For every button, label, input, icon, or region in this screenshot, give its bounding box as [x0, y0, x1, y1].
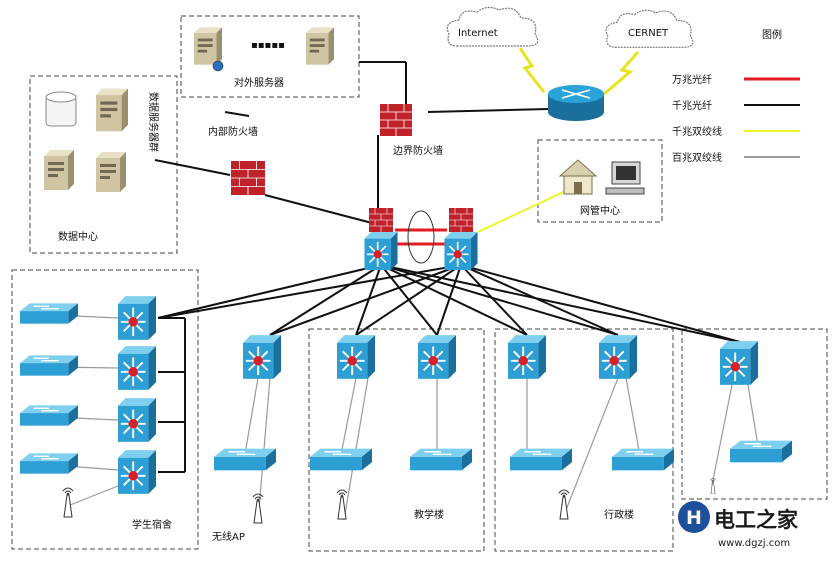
- legend-label-1: 千兆光纤: [672, 99, 712, 112]
- internet-lightning-icon: [518, 47, 546, 93]
- legend-label-0: 万兆光纤: [672, 73, 712, 86]
- teaching-building-box: [308, 328, 485, 552]
- internet-label: Internet: [458, 28, 498, 39]
- dgzj-logo: H: [678, 501, 710, 533]
- legend-label-2: 千兆双绞线: [672, 125, 722, 138]
- db-server-icon: [96, 88, 128, 132]
- watermark-url: www.dgzj.com: [718, 538, 790, 549]
- dorm-l3-switch-1: [118, 296, 156, 340]
- internet-cloud: [446, 6, 539, 47]
- server-ellipsis: ▪▪▪▪▪: [251, 40, 285, 51]
- wireless-ap-antenna-icon: [252, 493, 264, 524]
- 100m-twisted-pair-links: [53, 314, 759, 521]
- workstation-icon: [605, 161, 645, 195]
- internal-firewall-icon: [231, 160, 265, 196]
- data-server-icon-2: [96, 152, 126, 192]
- link-aggregation-ellipse: [407, 210, 435, 264]
- internal-firewall-label: 内部防火墙: [208, 125, 258, 138]
- legend-label-3: 百兆双绞线: [672, 151, 722, 164]
- house-icon: [558, 159, 598, 195]
- admin-access-switch-1: [510, 448, 572, 472]
- core-switch-b: [444, 208, 478, 270]
- teaching-access-switch-2: [410, 448, 472, 472]
- dist-switch-admin-1: [508, 335, 546, 379]
- dorm-ap-antenna-icon: [62, 487, 74, 518]
- data-center-label: 数据中心: [58, 230, 98, 243]
- gigabit-twisted-pair-link: [477, 187, 573, 233]
- dorm-l3-switch-4: [118, 450, 156, 494]
- dorm-l3-switch-3: [118, 398, 156, 442]
- external-servers-box: [180, 15, 360, 98]
- admin-access-switch-2: [612, 448, 674, 472]
- dist-switch-admin-2: [599, 335, 637, 379]
- cernet-lightning-icon: [603, 51, 640, 96]
- globe-icon: [212, 60, 224, 72]
- wireless-ap-label: 无线AP: [212, 530, 245, 543]
- external-server-icon: [194, 27, 222, 65]
- dorm-l3-switch-2: [118, 346, 156, 390]
- remote-switch-box: [681, 328, 828, 500]
- logo-letter: H: [686, 507, 702, 529]
- teaching-access-switch-1: [310, 448, 372, 472]
- dorm-access-switch-1: [20, 302, 78, 325]
- 10g-fiber-links: [395, 228, 447, 246]
- dorm-access-switch-3: [20, 404, 78, 427]
- dorm-access-switch-4: [20, 452, 78, 475]
- teaching-building-label: 教学楼: [414, 508, 444, 521]
- data-server-group-label: 数据服务器群: [147, 92, 160, 152]
- admin-building-label: 行政楼: [604, 508, 634, 521]
- dist-switch-teaching-1: [337, 335, 375, 379]
- remote-access-switch: [730, 440, 792, 464]
- router-icon: [548, 85, 604, 121]
- teaching-ap-antenna-icon: [336, 489, 348, 520]
- border-firewall-icon: [379, 104, 413, 136]
- data-server-icon: [44, 150, 74, 190]
- core-switch-a: [364, 208, 398, 270]
- dorm-access-switch-2: [20, 354, 78, 377]
- dist-switch-wireless: [243, 335, 281, 379]
- storage-icon: [45, 91, 77, 127]
- nms-center-label: 网管中心: [580, 204, 620, 217]
- dormitory-box: [11, 269, 199, 550]
- cernet-label: CERNET: [628, 28, 669, 39]
- border-firewall-label: 边界防火墙: [393, 144, 443, 157]
- dist-switch-remote: [720, 341, 758, 385]
- legend-title: 图例: [762, 28, 782, 41]
- admin-building-box: [494, 328, 674, 552]
- dormitory-label: 学生宿舍: [132, 518, 172, 531]
- watermark-brand: 电工之家: [714, 508, 799, 532]
- external-servers-label: 对外服务器: [234, 76, 284, 89]
- wireless-access-switch: [214, 448, 276, 472]
- nms-center-box: [537, 139, 663, 223]
- gigabit-fiber-links: [154, 61, 741, 473]
- external-server-icon-2: [306, 27, 334, 65]
- dist-switch-teaching-2: [418, 335, 456, 379]
